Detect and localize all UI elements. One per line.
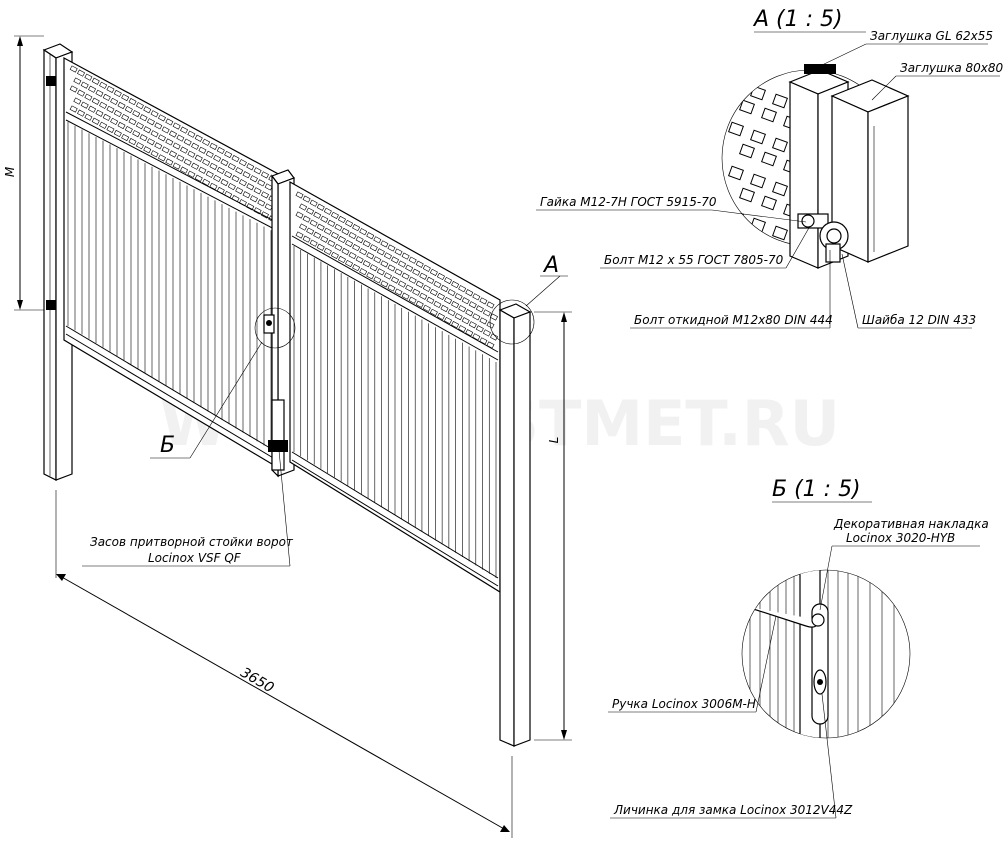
bolt-leader (277, 439, 291, 567)
hinge-bottom-left (46, 300, 56, 310)
right-gate-leaf (289, 180, 512, 594)
right-profile-sheet (293, 246, 497, 578)
right-post (498, 303, 532, 747)
label-nut: Гайка М12-7Н ГОСТ 5915-70 (540, 195, 717, 209)
label-escutcheon: Декоративная накладка (833, 517, 989, 531)
escutcheon (811, 603, 829, 725)
callout-circle-a (489, 299, 535, 345)
label-cylinder: Личинка для замка Locinox 3012V44Z (613, 803, 853, 817)
right-perforation (295, 191, 498, 349)
hinge-top-left (46, 76, 56, 86)
detail-a: А (1 : 5) Заглушка GL 62x55 Заглушка 80x… (536, 7, 1004, 329)
dim-height-left: M (3, 35, 44, 311)
dim-height-right: L (534, 311, 572, 741)
detail-b-title: Б (1 : 5) (772, 477, 861, 502)
dim-width-label: 3650 (238, 665, 277, 697)
callout-a-leader (525, 275, 561, 307)
label-cap-80: Заглушка 80x80 (900, 61, 1004, 75)
callout-b-label: Б (160, 433, 175, 458)
drop-bolt (263, 314, 288, 471)
label-escutcheon-model: Locinox 3020-HYB (846, 531, 955, 545)
callout-circle-b (254, 307, 296, 349)
detail-b: Б (1 : 5) Декоративная накладка Locinox … (608, 477, 989, 819)
label-washer: Шайба 12 DIN 433 (862, 313, 976, 327)
label-bolt-m12: Болт М12 х 55 ГОСТ 7805-70 (604, 253, 784, 267)
detail-b-circle (741, 569, 911, 739)
bolt-model: Locinox VSF QF (148, 551, 242, 565)
dim-height-left-label: M (3, 166, 17, 177)
label-handle: Ручка Locinox 3006M-H (612, 697, 756, 711)
label-cap-gl: Заглушка GL 62x55 (870, 29, 993, 43)
bolt-label: Засов притворной стойки ворот (90, 535, 294, 549)
callout-b-leader (189, 341, 263, 459)
hinge-bolt (797, 213, 849, 263)
label-eye-bolt: Болт откидной М12х80 DIN 444 (634, 313, 833, 327)
left-perforation (69, 65, 280, 223)
cap-gl-62x55 (804, 64, 836, 74)
gate-main-view: Б А Засов притворной стойки ворот Locino… (3, 35, 572, 838)
callout-a-label: А (542, 253, 559, 278)
detail-a-title: А (1 : 5) (752, 7, 843, 32)
left-profile-sheet (67, 122, 279, 454)
dim-height-right-label: L (547, 437, 561, 444)
left-gate-leaf (46, 56, 283, 472)
